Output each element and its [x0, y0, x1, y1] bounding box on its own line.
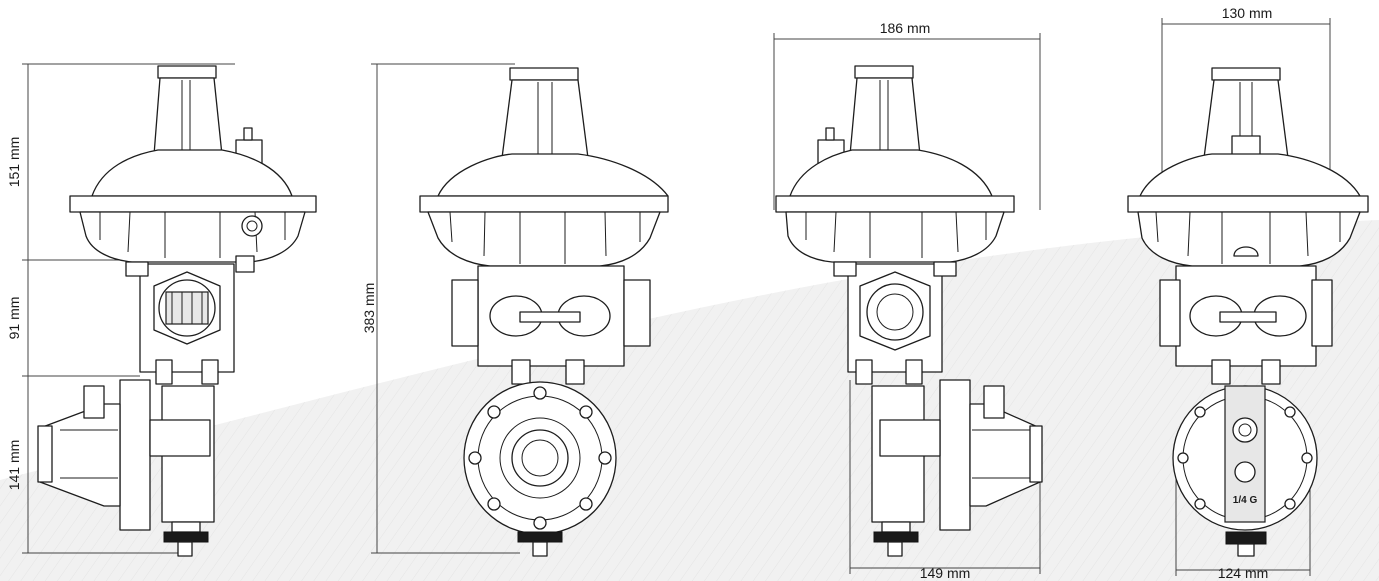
- dim-label-130: 130 mm: [1222, 5, 1273, 21]
- gauge-port-label: 1/4 G: [1233, 495, 1258, 506]
- dim-label-141: 141 mm: [6, 440, 22, 491]
- dim-label-124: 124 mm: [1218, 565, 1269, 581]
- background-swoosh: [0, 220, 1379, 581]
- view-4-rear: 1/4 G: [1127, 18, 1369, 576]
- view-2-front: [371, 63, 669, 557]
- dim-label-383: 383 mm: [361, 283, 377, 334]
- dim-label-186: 186 mm: [880, 20, 931, 36]
- dim-label-91: 91 mm: [6, 297, 22, 340]
- view-3-side: [773, 33, 1043, 574]
- dim-label-149: 149 mm: [920, 565, 971, 581]
- view-1-side: [22, 63, 317, 557]
- dim-label-151: 151 mm: [6, 137, 22, 188]
